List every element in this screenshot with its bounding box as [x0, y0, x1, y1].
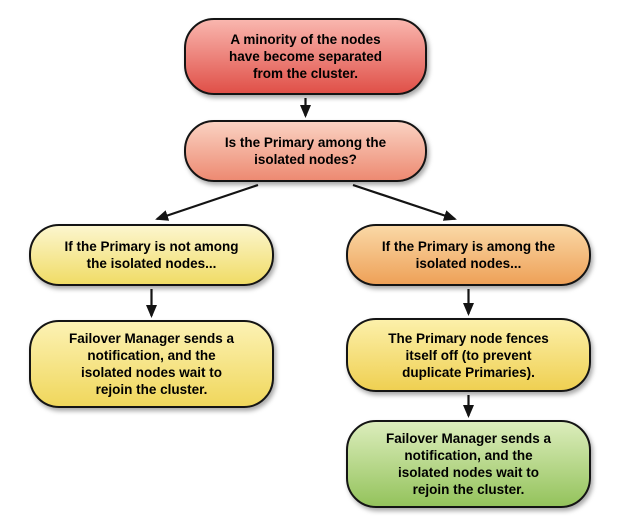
- node-failover-notification-left: Failover Manager sends a notification, a…: [29, 320, 274, 408]
- node-primary-among-question: Is the Primary among the isolated nodes?: [184, 120, 427, 182]
- node-failover-notification-right: Failover Manager sends a notification, a…: [346, 420, 591, 508]
- node-primary-among: If the Primary is among the isolated nod…: [346, 224, 591, 286]
- arrow-question-to-right: [352, 183, 457, 221]
- node-primary-fences-itself: The Primary node fences itself off (to p…: [346, 318, 591, 392]
- node-minority-separated: A minority of the nodes have become sepa…: [184, 18, 427, 95]
- arrow-question-to-left: [155, 183, 259, 221]
- node-primary-not-among: If the Primary is not among the isolated…: [29, 224, 274, 286]
